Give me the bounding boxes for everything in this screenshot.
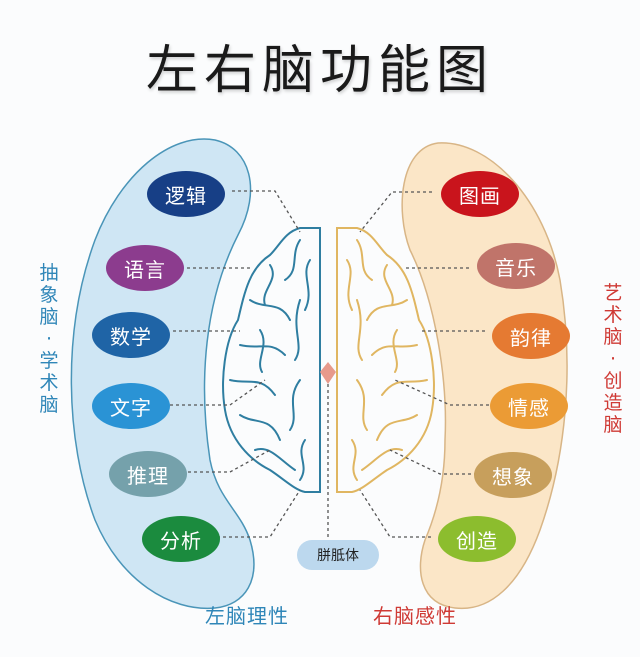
right-item-emotion: 情感: [490, 383, 568, 429]
page-title: 左右脑功能图: [145, 41, 494, 101]
side-char: 艺: [603, 282, 623, 304]
left-connectors: [170, 190, 301, 538]
left-item-logic: 逻辑: [147, 171, 225, 217]
side-char: 术: [39, 372, 59, 394]
side-char: 创: [603, 370, 623, 392]
side-char: 象: [39, 284, 59, 306]
left-item-math: 数学: [92, 312, 170, 358]
right-item-music: 音乐: [477, 243, 555, 289]
side-char: 脑: [603, 414, 623, 436]
side-char: ·: [609, 348, 617, 370]
side-char: ·: [45, 328, 53, 350]
left-side-label: 抽 象 脑 · 学 术 脑: [38, 262, 60, 416]
side-char: 脑: [39, 306, 59, 328]
right-item-rhythm: 韵律: [492, 313, 570, 359]
right-brain-caption: 右脑感性: [373, 604, 457, 628]
left-item-language: 语言: [106, 245, 184, 291]
right-hemisphere: [336, 227, 435, 493]
corpus-callosum-label: 胼胝体: [297, 540, 379, 570]
side-char: 脑: [603, 326, 623, 348]
side-char: 脑: [39, 394, 59, 416]
left-brain-caption: 左脑理性: [205, 604, 289, 628]
left-item-analysis: 分析: [142, 516, 220, 562]
left-item-reasoning: 推理: [109, 451, 187, 497]
side-char: 学: [39, 350, 59, 372]
left-hemisphere: [222, 227, 321, 493]
side-char: 造: [603, 392, 623, 414]
right-item-imagination: 想象: [474, 452, 552, 498]
right-connectors: [359, 191, 489, 538]
center-marker: [320, 362, 336, 384]
side-char: 术: [603, 304, 623, 326]
left-item-writing: 文字: [92, 383, 170, 429]
right-side-label: 艺 术 脑 · 创 造 脑: [602, 282, 624, 436]
right-item-creation: 创造: [438, 516, 516, 562]
right-item-drawing: 图画: [441, 171, 519, 217]
side-char: 抽: [39, 262, 59, 284]
